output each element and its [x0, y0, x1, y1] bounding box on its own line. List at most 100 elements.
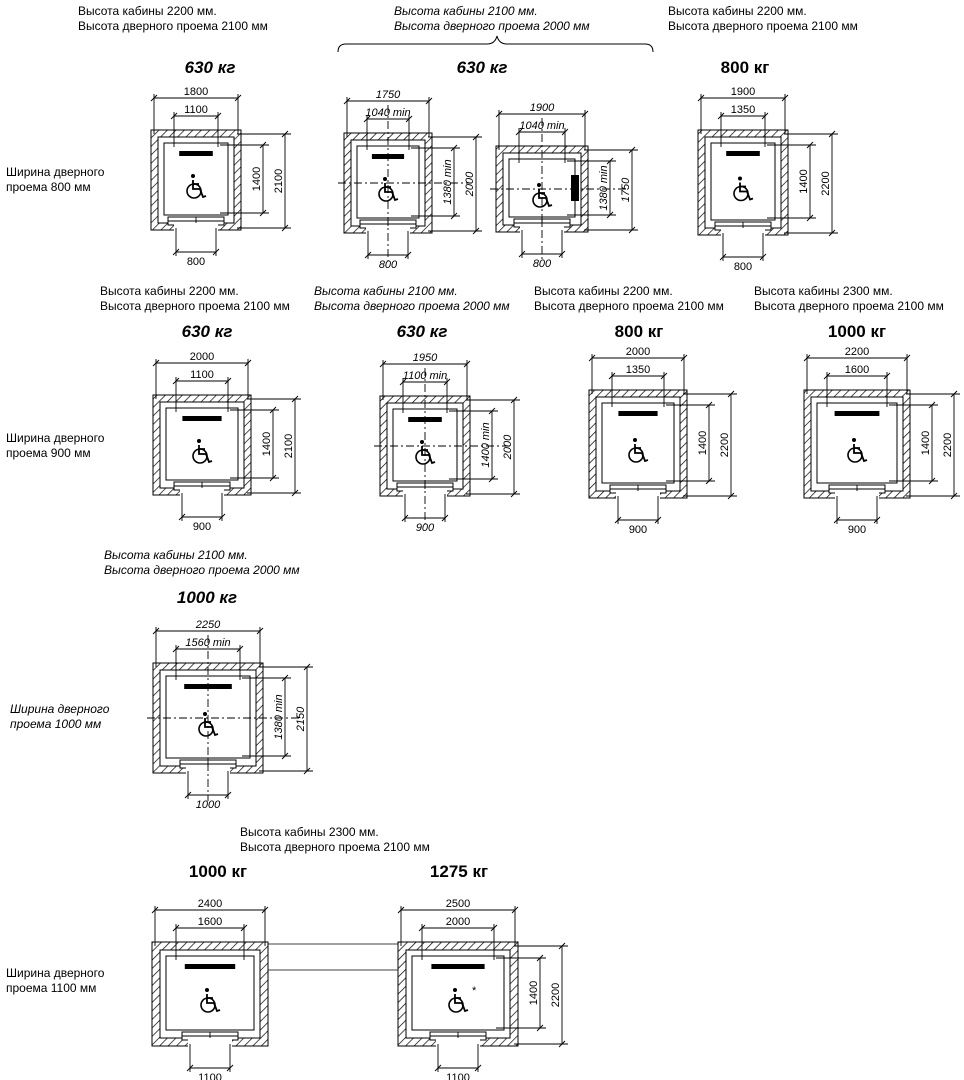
wheelchair-head	[205, 988, 209, 992]
dimension-label: 1100 min	[403, 370, 447, 382]
wheelchair-head	[852, 438, 856, 442]
dimension-label: 2000	[626, 346, 650, 358]
dimension-label: 800	[734, 261, 752, 273]
dimension-label: 2000	[446, 916, 470, 928]
cabin-outline	[816, 402, 898, 484]
control-panel	[431, 964, 485, 969]
door-opening	[616, 491, 660, 499]
dimension-label: 2200	[845, 346, 869, 358]
dimension-label: 800	[379, 259, 398, 271]
dimension-label: 2000	[502, 434, 514, 460]
dimension-label: 1900	[731, 86, 755, 98]
door-opening	[520, 225, 564, 233]
load-capacity-label: 1000 кг	[188, 862, 248, 881]
dimension-label: 2200	[719, 433, 731, 457]
door-opening	[721, 228, 765, 236]
dimension-label: 900	[629, 524, 647, 536]
dimension-label: 2100	[273, 169, 285, 193]
control-panel	[182, 416, 222, 421]
load-capacity-label: 800 кг	[720, 58, 770, 77]
dimension-label: 2100	[283, 434, 295, 458]
dimension-label: 2000	[464, 171, 476, 197]
dimension-label: 1350	[731, 104, 755, 116]
dimension-label: 2400	[198, 898, 222, 910]
dimension-label: 1100	[446, 1072, 470, 1080]
cabin-outline	[601, 402, 675, 484]
wheelchair-icon	[532, 183, 553, 208]
dimension-label: 1040 min	[365, 107, 410, 119]
dimension-label: 1560 min	[185, 637, 230, 649]
control-panel	[184, 964, 236, 969]
wheelchair-body	[206, 994, 221, 1013]
dimension-label: 1350	[626, 364, 650, 376]
wheelchair-icon	[448, 988, 469, 1013]
dimension-label: 1380 min	[442, 159, 454, 204]
dimension-label: 1040 min	[519, 120, 564, 132]
wheelchair-icon	[378, 177, 399, 202]
control-panel	[726, 151, 760, 156]
wheelchair-icon	[200, 988, 221, 1013]
load-capacity-label: 1275 кг	[429, 862, 489, 881]
control-panel	[618, 411, 658, 416]
dimension-label: 1380 min	[273, 694, 285, 739]
note-cabin-height: Высота кабины 2200 мм.Высота дверного пр…	[100, 284, 290, 313]
dimension-label: 1950	[413, 352, 438, 364]
dimension-label: 1600	[845, 364, 869, 376]
wheelchair-head	[537, 183, 541, 187]
control-panel	[834, 411, 880, 416]
load-capacity-label: 800 кг	[614, 322, 664, 341]
wheelchair-body	[853, 444, 868, 463]
note-cabin-height: Высота кабины 2200 мм.Высота дверного пр…	[534, 284, 724, 313]
wheelchair-head	[420, 440, 424, 444]
load-capacity-label: 1000 кг	[176, 588, 238, 607]
door-opening	[835, 491, 879, 499]
dimension-label: 1750	[376, 89, 401, 101]
dimension-label: 1400	[528, 981, 540, 1005]
wheelchair-icon	[628, 438, 649, 463]
wheelchair-icon	[192, 439, 213, 464]
dimension-label: 900	[848, 524, 866, 536]
dimension-label: 1100	[190, 369, 214, 381]
note-cabin-height: Высота кабины 2200 мм.Высота дверного пр…	[78, 4, 268, 33]
dimension-label: 1100	[198, 1072, 222, 1080]
wheelchair-head	[383, 177, 387, 181]
load-capacity-label: 630 кг	[181, 322, 233, 341]
lift-plan: 2000 1350 1400 2200 900	[588, 346, 737, 536]
dimension-label: 800	[187, 256, 205, 268]
dimension-label: 900	[416, 522, 435, 534]
dimension-label: 900	[193, 521, 211, 533]
dimension-label: 1400	[697, 431, 709, 455]
wheelchair-body	[192, 180, 207, 199]
asterisk-mark: *	[472, 985, 477, 997]
load-capacity-label: 630 кг	[396, 322, 448, 341]
door-opening	[436, 1038, 480, 1047]
wheelchair-body	[198, 445, 213, 464]
wheelchair-body	[454, 994, 469, 1013]
dimension-label: 1400 min	[480, 422, 492, 467]
wheelchair-icon	[733, 176, 754, 202]
dimension-label: 1100	[184, 104, 208, 116]
dimension-label: 1900	[530, 102, 555, 114]
group-brace	[337, 35, 654, 53]
note-cabin-height: Высота кабины 2300 мм.Высота дверного пр…	[240, 825, 430, 854]
dimension-label: 1400	[261, 432, 273, 456]
wheelchair-head	[191, 174, 195, 178]
door-opening	[174, 223, 218, 231]
lift-plan: 1950 1100 min 1400 min 2000 900	[374, 352, 520, 534]
note-cabin-height: Высота кабины 2300 мм.Высота дверного пр…	[754, 284, 944, 313]
lift-plan: 2400 1600 1100	[151, 898, 269, 1080]
door-opening	[188, 1038, 232, 1047]
dimension-label: 1400	[920, 431, 932, 455]
dimension-label: 800	[533, 258, 552, 270]
dimension-label: 2150	[295, 706, 307, 732]
dimension-label: 1600	[198, 916, 222, 928]
